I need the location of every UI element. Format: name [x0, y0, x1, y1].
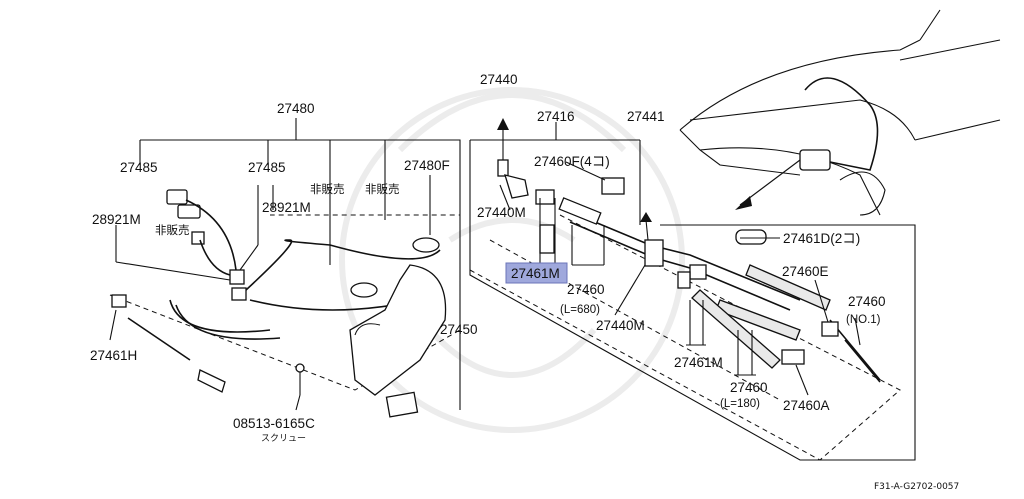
label-not-for-sale-2: 非販売	[310, 183, 345, 196]
diagram-code: F31-A-G2702-0057	[874, 482, 959, 492]
label-27460-no1[interactable]: 27460	[848, 294, 886, 309]
label-27480f[interactable]: 27480F	[404, 158, 450, 173]
label-27485-right[interactable]: 27485	[248, 160, 286, 175]
label-27416[interactable]: 27416	[537, 109, 575, 124]
label-27460f[interactable]: 27460F(4コ)	[534, 154, 610, 169]
watermark-logo	[339, 87, 685, 433]
group-27416-box	[469, 122, 916, 461]
label-27480[interactable]: 27480	[277, 101, 315, 116]
label-28921m-left[interactable]: 28921M	[92, 212, 141, 227]
left-assembly	[111, 189, 447, 418]
label-27485-left[interactable]: 27485	[120, 160, 158, 175]
label-27460-a[interactable]: 27460	[567, 282, 605, 297]
label-27440m-mid[interactable]: 27440M	[596, 318, 645, 333]
right-assembly	[497, 118, 881, 383]
label-27461m-lower[interactable]: 27461M	[674, 355, 723, 370]
car-illustration	[679, 9, 1001, 216]
label-not-for-sale-1: 非販売	[155, 224, 190, 237]
label-not-for-sale-3: 非販売	[365, 183, 400, 196]
label-27450[interactable]: 27450	[440, 322, 478, 337]
part-labels: 27440 27416 27441 27480 27485 27485 2892…	[90, 72, 959, 492]
label-27460-b[interactable]: 27460	[730, 380, 768, 395]
group-27480-lines	[139, 118, 461, 410]
label-screw: スクリュー	[261, 433, 306, 444]
label-length-180: (L=180)	[720, 398, 760, 410]
leader-lines	[109, 161, 861, 411]
label-27441[interactable]: 27441	[627, 109, 665, 124]
label-27461m-selected[interactable]: 27461M	[511, 266, 560, 281]
label-27440[interactable]: 27440	[480, 72, 518, 87]
selected-part-highlight	[505, 262, 568, 284]
label-08513-6165c[interactable]: 08513-6165C	[233, 416, 315, 431]
label-no1: (NO.1)	[846, 314, 881, 326]
label-27461d[interactable]: 27461D(2コ)	[783, 231, 860, 246]
label-28921m-right[interactable]: 28921M	[262, 200, 311, 215]
label-27440m-top[interactable]: 27440M	[477, 205, 526, 220]
label-length-680: (L=680)	[560, 304, 600, 316]
label-27461h[interactable]: 27461H	[90, 348, 137, 363]
label-27460a[interactable]: 27460A	[783, 398, 830, 413]
label-27460e[interactable]: 27460E	[782, 264, 829, 279]
